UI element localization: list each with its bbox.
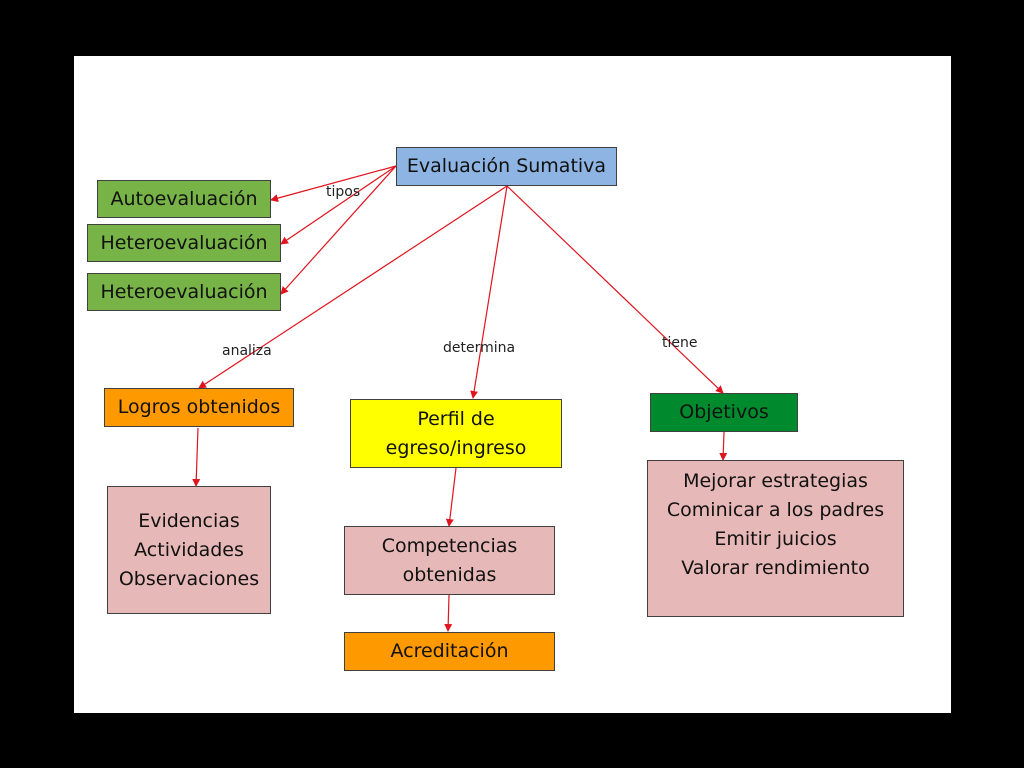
objetivos-detail-line: Cominicar a los padres bbox=[666, 499, 885, 521]
objetivos-detail-line: Valorar rendimiento bbox=[681, 557, 870, 579]
objetivos-node: Objetivos bbox=[650, 393, 798, 432]
logros-label: Logros obtenidos bbox=[117, 396, 281, 418]
type-node-autoevaluacion: Autoevaluación bbox=[97, 180, 271, 218]
logros-detail-line: Observaciones bbox=[118, 567, 260, 590]
competencias-label-line: Competencias bbox=[381, 534, 518, 557]
link-label-analiza: analiza bbox=[222, 343, 272, 359]
perfil-label-line: Perfil de bbox=[417, 407, 495, 430]
link-label-tipos: tipos bbox=[326, 184, 361, 200]
perfil-label-line: egreso/ingreso bbox=[385, 436, 527, 459]
competencias-node: Competencias obtenidas bbox=[344, 526, 555, 595]
type-node-heteroevaluacion-2: Heteroevaluación bbox=[87, 273, 281, 311]
logros-detail-line: Actividades bbox=[134, 538, 244, 561]
objetivos-detail-node: Mejorar estrategias Cominicar a los padr… bbox=[647, 460, 904, 617]
type-label: Heteroevaluación bbox=[100, 280, 268, 303]
link-label-determina: determina bbox=[443, 340, 516, 356]
acreditacion-node: Acreditación bbox=[344, 632, 555, 671]
objetivos-label: Objetivos bbox=[679, 401, 769, 423]
root-label: Evaluación Sumativa bbox=[406, 155, 607, 177]
type-label: Heteroevaluación bbox=[100, 231, 268, 254]
objetivos-detail-line: Emitir juicios bbox=[714, 528, 837, 550]
perfil-node: Perfil de egreso/ingreso bbox=[350, 399, 562, 468]
objetivos-detail-line: Mejorar estrategias bbox=[683, 470, 868, 492]
acreditacion-label: Acreditación bbox=[390, 640, 509, 662]
competencias-label-line: obtenidas bbox=[402, 563, 497, 586]
type-label: Autoevaluación bbox=[110, 187, 258, 210]
link-label-tiene: tiene bbox=[662, 335, 698, 351]
logros-detail-node: Evidencias Actividades Observaciones bbox=[107, 486, 271, 614]
logros-detail-line: Evidencias bbox=[138, 509, 240, 532]
root-node: Evaluación Sumativa bbox=[396, 147, 617, 186]
logros-node: Logros obtenidos bbox=[104, 388, 294, 427]
type-node-heteroevaluacion-1: Heteroevaluación bbox=[87, 224, 281, 262]
